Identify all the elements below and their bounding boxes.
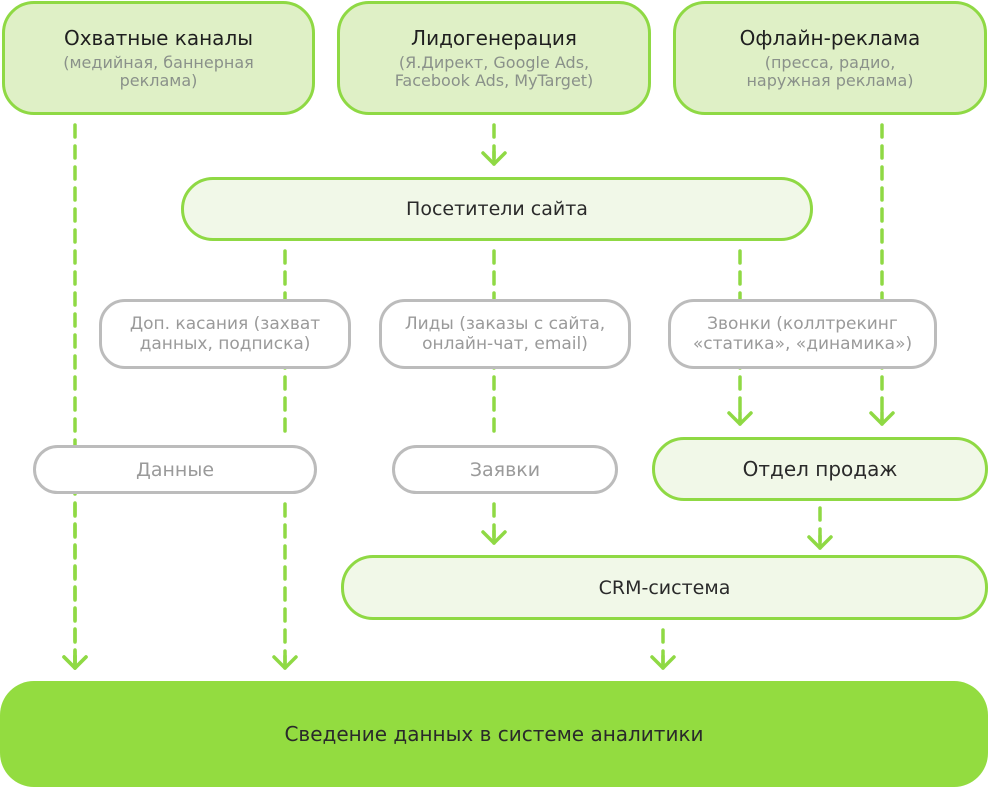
node-analytics: Сведение данных в системе аналитики — [0, 681, 988, 787]
node-extra-touches: Доп. касания (захват данных, подписка) — [99, 299, 351, 369]
node-crm-system: CRM-система — [341, 555, 988, 620]
site-visitors-label: Посетители сайта — [406, 198, 588, 220]
node-reach-channels: Охватные каналы (медийная, баннерная рек… — [2, 1, 315, 115]
leads-label: Лиды (заказы с сайта, онлайн-чат, email) — [404, 314, 606, 354]
node-calls: Звонки (коллтрекинг «статика», «динамика… — [668, 299, 937, 369]
analytics-label: Сведение данных в системе аналитики — [284, 722, 704, 746]
node-lead-generation: Лидогенерация (Я.Директ, Google Ads, Fac… — [337, 1, 651, 115]
data-label: Данные — [135, 458, 215, 481]
reach-channels-subtitle: (медийная, баннерная реклама) — [63, 53, 254, 90]
crm-system-label: CRM-система — [598, 576, 731, 599]
node-requests: Заявки — [392, 445, 618, 494]
lead-generation-title: Лидогенерация — [411, 26, 577, 50]
requests-label: Заявки — [469, 458, 541, 481]
node-site-visitors: Посетители сайта — [181, 177, 813, 241]
node-data: Данные — [33, 445, 317, 494]
extra-touches-label: Доп. касания (захват данных, подписка) — [129, 314, 321, 354]
reach-channels-title: Охватные каналы — [63, 26, 254, 50]
calls-label: Звонки (коллтрекинг «статика», «динамика… — [692, 314, 913, 354]
sales-department-label: Отдел продаж — [742, 457, 898, 481]
offline-ads-title: Офлайн-реклама — [739, 26, 921, 50]
offline-ads-subtitle: (пресса, радио, наружная реклама) — [746, 53, 914, 90]
node-leads: Лиды (заказы с сайта, онлайн-чат, email) — [379, 299, 631, 369]
node-sales-department: Отдел продаж — [652, 437, 988, 501]
lead-generation-subtitle: (Я.Директ, Google Ads, Facebook Ads, MyT… — [394, 53, 594, 90]
node-offline-ads: Офлайн-реклама (пресса, радио, наружная … — [673, 1, 987, 115]
